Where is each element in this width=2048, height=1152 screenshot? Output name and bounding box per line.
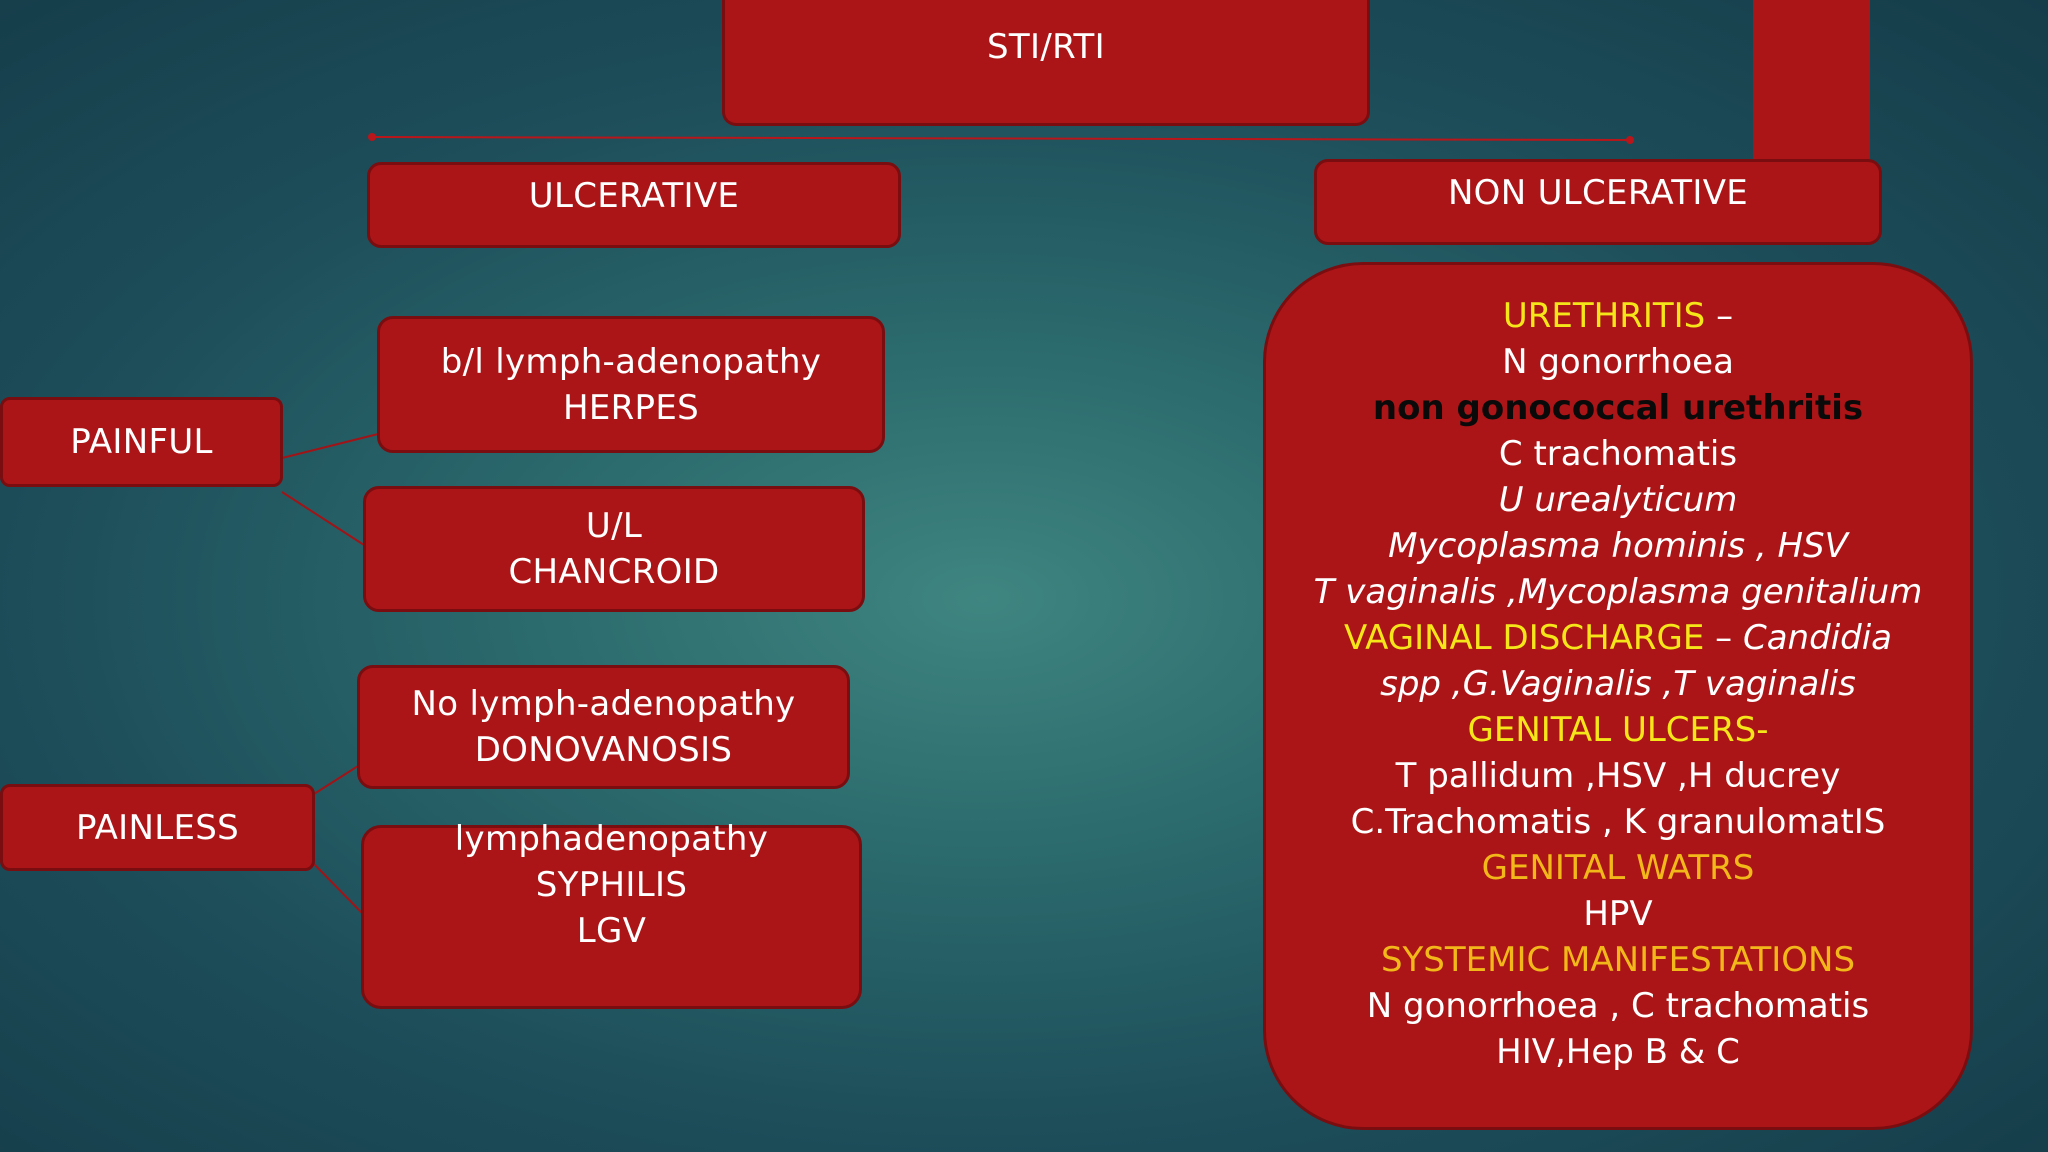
mh-line: Mycoplasma hominis , HSV [1388, 526, 1848, 566]
ct-line: C trachomatis [1498, 434, 1738, 474]
sm-line1: N gonorrhoea , C trachomatis [1366, 986, 1870, 1026]
vertical-bar [1753, 0, 1870, 175]
sm-line2: HIV,Hep B & C [1496, 1032, 1740, 1072]
donovanosis-box: No lymph-adenopathy DONOVANOSIS [357, 665, 850, 789]
vd-line: VAGINAL DISCHARGE – Candidia [1266, 615, 1970, 661]
syphilis-line2: SYPHILIS [535, 865, 688, 905]
vd-line2: spp ,G.Vaginalis ,T vaginalis [1380, 664, 1856, 704]
painful-label: PAINFUL [70, 422, 213, 462]
ng-line: N gonorrhoea [1502, 342, 1734, 382]
connector-painful-herpes [281, 433, 379, 459]
vd-dash: – [1704, 618, 1743, 658]
vd-candida: Candidia [1742, 618, 1892, 658]
gw-heading: GENITAL WATRS [1481, 848, 1755, 888]
urethritis-line: URETHRITIS – [1266, 293, 1970, 339]
donovanosis-line1: No lymph-adenopathy [411, 684, 796, 724]
sm-heading: SYSTEMIC MANIFESTATIONS [1380, 940, 1856, 980]
connector-painful-chancroid [281, 491, 365, 546]
branch-line-right-end [1626, 136, 1634, 144]
chancroid-line2: CHANCROID [508, 552, 720, 592]
ngu-line: non gonococcal urethritis [1372, 388, 1864, 428]
gw-line1: HPV [1583, 894, 1653, 934]
syphilis-line3: LGV [576, 911, 647, 951]
sti-rti-box: STI/RTI [722, 0, 1370, 126]
branch-line [371, 136, 1631, 141]
vd-heading: VAGINAL DISCHARGE [1343, 618, 1705, 658]
painless-box: PAINLESS [0, 784, 315, 871]
tv-mg-line: T vaginalis ,Mycoplasma genitalium [1313, 572, 1923, 612]
gu-line2: C.Trachomatis , K granulomatIS [1350, 802, 1886, 842]
syphilis-line1: lymphadenopathy [454, 819, 769, 859]
uu-line: U urealyticum [1498, 480, 1738, 520]
syphilis-box: lymphadenopathy SYPHILIS LGV [361, 819, 862, 1009]
sti-rti-label: STI/RTI [987, 27, 1105, 67]
ulcerative-box: ULCERATIVE [367, 162, 901, 248]
herpes-box: b/l lymph-adenopathy HERPES [377, 316, 885, 453]
painful-box: PAINFUL [0, 397, 283, 487]
chancroid-line1: U/L [585, 506, 643, 546]
donovanosis-line2: DONOVANOSIS [474, 730, 733, 770]
gu-line1: T pallidum ,HSV ,H ducrey [1395, 756, 1841, 796]
urethritis-dash: – [1705, 296, 1734, 336]
herpes-line1: b/l lymph-adenopathy [440, 341, 822, 382]
connector-painless-syphilis [313, 863, 363, 914]
gu-heading: GENITAL ULCERS- [1467, 710, 1769, 750]
painless-label: PAINLESS [75, 807, 240, 848]
non-ulcerative-details-box: URETHRITIS – N gonorrhoea non gonococcal… [1263, 262, 1973, 1130]
branch-line-left-end [368, 133, 376, 141]
non-ulcerative-box: NON ULCERATIVE [1314, 159, 1882, 245]
chancroid-box: U/L CHANCROID [363, 486, 865, 612]
urethritis-heading: URETHRITIS [1502, 296, 1706, 336]
herpes-line2: HERPES [562, 387, 700, 428]
non-ulcerative-label: NON ULCERATIVE [1447, 173, 1749, 213]
ulcerative-label: ULCERATIVE [528, 176, 740, 216]
connector-painless-donovanosis [313, 765, 359, 795]
